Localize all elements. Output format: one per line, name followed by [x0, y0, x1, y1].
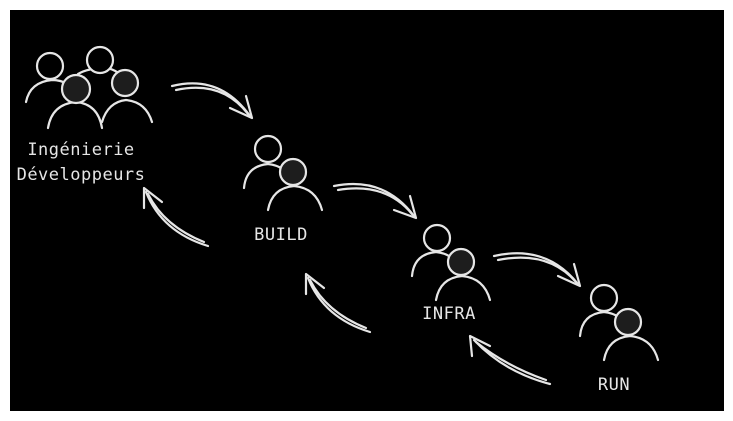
arrow-build-to-engineering [142, 186, 210, 248]
infra-team-icon [410, 223, 492, 302]
infra-label: INFRA [404, 302, 494, 327]
run-team-icon [578, 283, 660, 362]
build-team-icon [242, 134, 324, 212]
arrow-build-to-infra [332, 182, 418, 220]
engineering-label-line-2: Développeurs [16, 165, 146, 185]
flow-diagram [24, 45, 660, 386]
arrow-infra-to-run [492, 252, 582, 288]
arrow-engineering-to-build [170, 82, 254, 120]
arrow-run-to-infra [468, 334, 552, 386]
build-label-text: BUILD [254, 225, 308, 245]
run-label-text: RUN [597, 375, 631, 395]
diagram-canvas: Ingénierie Développeurs BUILD INFRA RUN [10, 10, 724, 411]
engineering-label: Ingénierie Développeurs [10, 138, 152, 188]
build-label: BUILD [236, 223, 326, 248]
infra-label-text: INFRA [422, 304, 476, 324]
arrow-infra-to-build [304, 272, 372, 334]
run-label: RUN [574, 373, 654, 398]
engineering-team-icon [24, 45, 154, 130]
engineering-label-line-1: Ingénierie [27, 140, 135, 160]
